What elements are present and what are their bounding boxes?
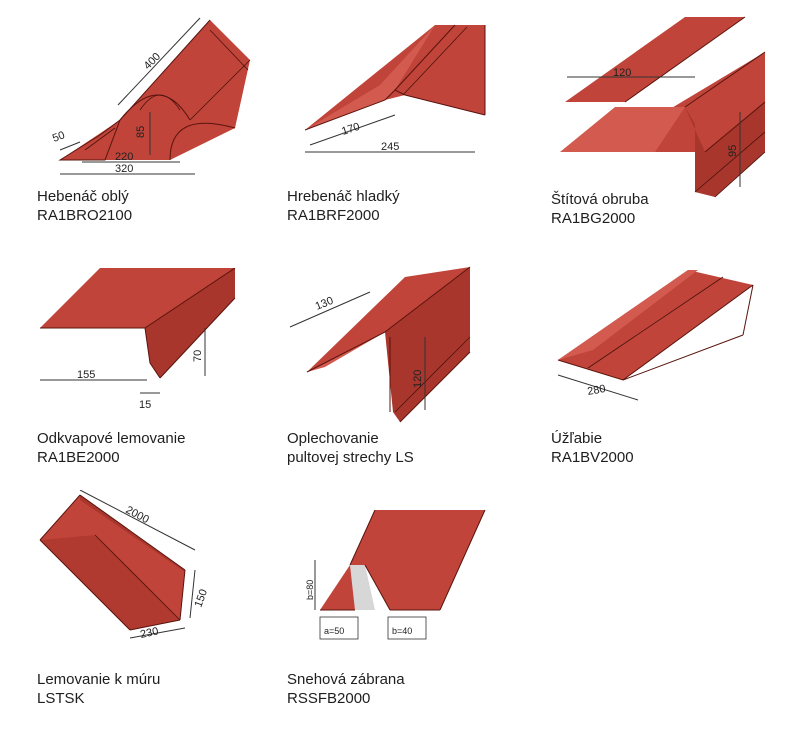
eave-trim-body	[40, 268, 236, 379]
product-code: RA1BRO2100	[37, 207, 133, 224]
dim-label: 245	[381, 141, 399, 153]
figure-eave-trim: 155 70 15	[40, 268, 236, 411]
product-code: LSTSK	[37, 690, 85, 707]
figure-wall-trim: 2000 150 230	[39, 490, 211, 640]
valley-dims: 280	[557, 374, 639, 401]
dim-label: 170	[340, 121, 361, 138]
dim-label: b=80	[305, 580, 315, 600]
dim-label: 120	[613, 67, 631, 79]
caption-ridge-round: Hebenáč oblý RA1BRO2100	[37, 187, 132, 225]
figure-snow-guard: b=80 a=50 b=40	[305, 509, 486, 640]
product-code: RA1BG2000	[551, 210, 636, 227]
snow-guard-dims: b=80 a=50 b=40	[305, 560, 427, 640]
product-code: RSSFB2000	[287, 690, 371, 707]
valley-body	[557, 270, 754, 381]
dim-label: 120	[412, 370, 424, 388]
dim-label: 400	[142, 51, 163, 72]
gable-trim-body	[560, 16, 766, 198]
eave-trim-dims: 155 70 15	[40, 328, 206, 411]
dim-label: 150	[193, 588, 211, 609]
product-name: Lemovanie k múru	[37, 671, 161, 688]
product-name: Odkvapové lemovanie	[37, 430, 186, 447]
ridge-round-dims: 400 85 50 220 320	[51, 17, 201, 175]
mono-pitch-body	[306, 266, 471, 423]
dim-label: b=40	[392, 626, 412, 636]
product-name: Hebenáč oblý	[37, 188, 129, 205]
ridge-smooth-body	[304, 24, 486, 131]
caption-wall-trim: Lemovanie k múru LSTSK	[37, 670, 160, 708]
figure-mono-pitch: 130 120	[289, 266, 471, 423]
dim-label: 230	[139, 625, 159, 640]
dim-label: 320	[115, 163, 133, 175]
gable-trim-dims: 120 95	[567, 67, 741, 187]
caption-ridge-smooth: Hrebenáč hladký RA1BRF2000	[287, 187, 400, 225]
product-name: Snehová zábrana	[287, 671, 405, 688]
caption-snow-guard: Snehová zábrana RSSFB2000	[287, 670, 405, 708]
product-code: RA1BE2000	[37, 449, 120, 466]
caption-mono-pitch: Oplechovanie pultovej strechy LS	[287, 429, 414, 467]
product-code: RA1BRF2000	[287, 207, 380, 224]
ridge-smooth-dims: 170 245	[305, 114, 475, 153]
dim-label: 95	[727, 145, 739, 157]
snow-guard-body	[320, 509, 486, 611]
product-name: Hrebenáč hladký	[287, 188, 400, 205]
figure-ridge-round: 400 85 50 220 320	[51, 17, 251, 175]
dim-label: 220	[115, 151, 133, 163]
dim-label: 50	[51, 129, 67, 144]
dim-label: 155	[77, 369, 95, 381]
caption-valley: Úžľabie RA1BV2000	[551, 429, 634, 467]
dim-label: 85	[135, 126, 147, 138]
dim-label: 70	[192, 350, 204, 362]
product-name: Úžľabie	[551, 430, 603, 447]
dim-label: 2000	[124, 504, 151, 526]
dim-label: 15	[139, 399, 151, 411]
dim-label: 130	[314, 295, 336, 313]
mono-pitch-dims: 130 120	[289, 291, 426, 410]
product-name-line2: pultovej strechy LS	[287, 449, 414, 466]
figure-ridge-smooth: 170 245	[304, 24, 486, 153]
product-name: Oplechovanie	[287, 430, 379, 447]
dim-label: a=50	[324, 626, 344, 636]
figure-gable-trim: 120 95	[560, 16, 766, 198]
product-name: Štítová obruba	[551, 191, 649, 208]
wall-trim-body	[39, 494, 186, 631]
product-code: RA1BV2000	[551, 449, 634, 466]
dim-label: 280	[586, 383, 606, 398]
caption-gable-trim: Štítová obruba RA1BG2000	[551, 190, 649, 228]
caption-eave-trim: Odkvapové lemovanie RA1BE2000	[37, 429, 185, 467]
figure-valley: 280	[557, 270, 754, 401]
ridge-round-body	[58, 19, 251, 161]
